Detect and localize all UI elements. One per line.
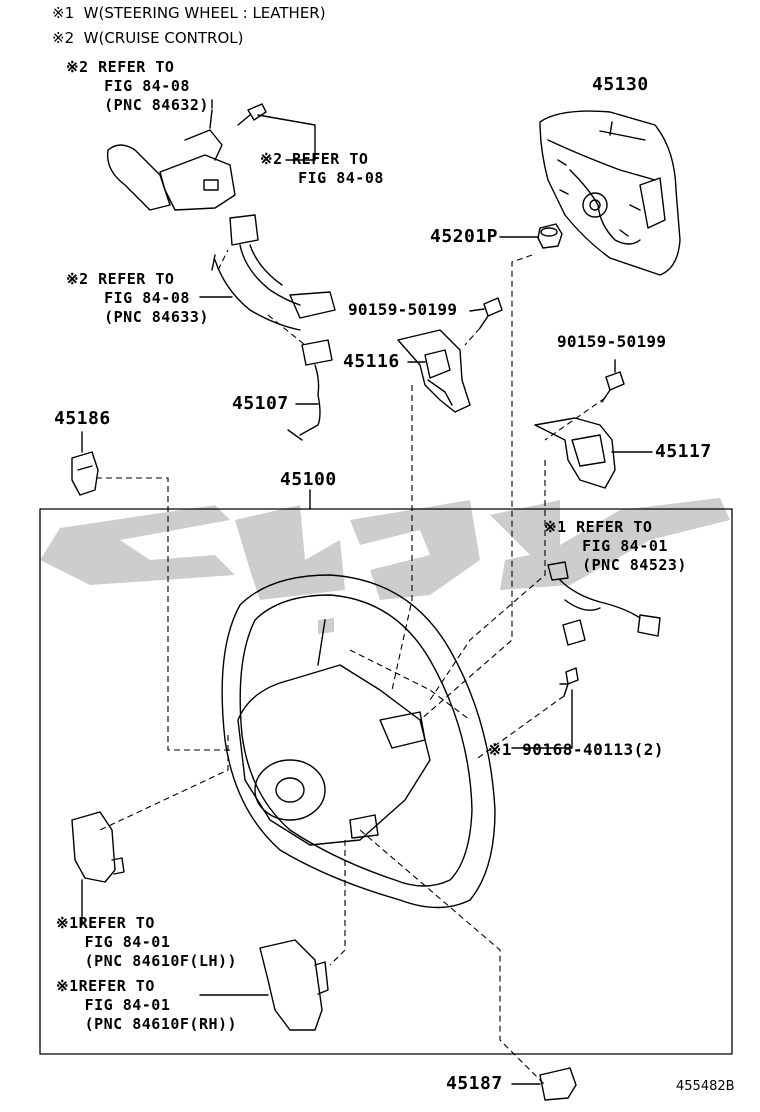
part-45117: 45117 — [655, 441, 712, 462]
part-45100: 45100 — [280, 469, 337, 490]
part-45107: 45107 — [232, 393, 289, 414]
screw-90159-lower — [601, 359, 625, 403]
ref-84610f-lh: ※1REFER TO FIG 84-01 (PNC 84610F(LH)) — [56, 914, 238, 970]
dashed-assembly-lines — [96, 249, 606, 1086]
wire-harness-84633 — [211, 214, 336, 331]
cruise-switch — [106, 109, 236, 211]
part-45130: 45130 — [592, 74, 649, 95]
ref-84-08: ※2 REFER TO FIG 84-08 — [260, 150, 384, 187]
wire-harness-84523 — [547, 561, 661, 646]
part-90168-40113: ※1 90168-40113(2) — [488, 740, 665, 759]
part-45186: 45186 — [54, 408, 111, 429]
cap-45187 — [539, 1067, 577, 1101]
note-2: ※2 W(CRUISE CONTROL) — [52, 29, 244, 47]
ref-84523: ※1 REFER TO FIG 84-01 (PNC 84523) — [544, 518, 687, 574]
ref-84633: ※2 REFER TO FIG 84-08 (PNC 84633) — [66, 270, 209, 326]
part-90159-50199-b: 90159-50199 — [557, 332, 667, 351]
steering-wheel-45100 — [221, 574, 496, 909]
airbag-cover-45130 — [539, 110, 681, 276]
bolt-90168 — [559, 667, 579, 697]
leader-90159-a — [469, 308, 485, 312]
note-1: ※1 W(STEERING WHEEL : LEATHER) — [52, 4, 326, 22]
cover-45116 — [397, 329, 471, 413]
part-90159-50199-a: 90159-50199 — [348, 300, 458, 319]
assembly-frame — [39, 508, 733, 1055]
leader-ref-b — [257, 114, 316, 161]
switch-lh — [71, 811, 125, 883]
part-45201p: 45201P — [430, 226, 499, 247]
wire-45107 — [287, 339, 333, 441]
switch-rh — [259, 939, 329, 1031]
ref-84632: ※2 REFER TO FIG 84-08 (PNC 84632) — [66, 58, 209, 114]
screw-cruise — [237, 103, 267, 126]
cover-45117 — [534, 417, 616, 489]
part-45187: 45187 — [446, 1073, 503, 1094]
nut-45201p — [537, 223, 563, 249]
leader-90168 — [511, 689, 573, 749]
diagram-code: 455482B — [676, 1079, 735, 1094]
screw-90159-upper — [479, 297, 503, 329]
watermark-logo — [40, 498, 730, 634]
ref-84610f-rh: ※1REFER TO FIG 84-01 (PNC 84610F(RH)) — [56, 977, 238, 1033]
part-45116: 45116 — [343, 351, 400, 372]
cap-45186 — [71, 451, 99, 496]
